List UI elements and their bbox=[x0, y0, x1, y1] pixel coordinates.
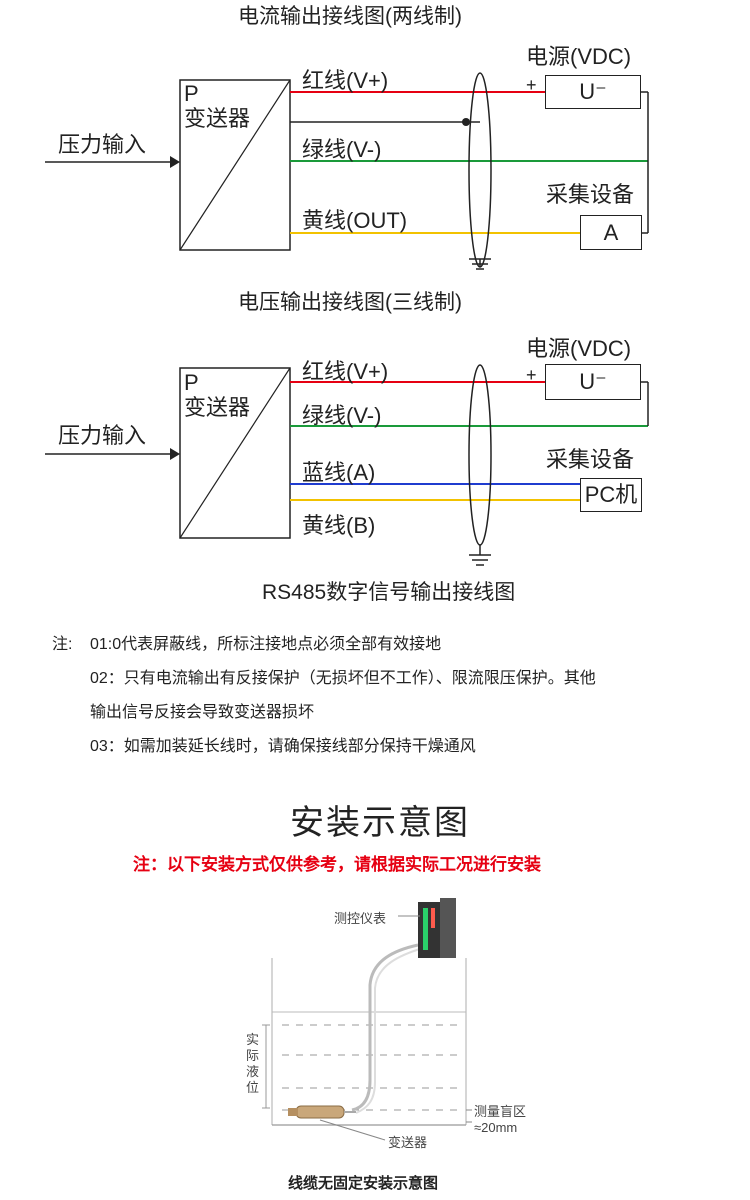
d2-collector-label: 采集设备 bbox=[546, 447, 635, 472]
blind-zone-label: 测量盲区 bbox=[474, 1104, 527, 1119]
install-warning: 注：以下安装方式仅供参考，请根据实际工况进行安装 bbox=[133, 855, 541, 874]
note-2b: 输出信号反接会导致变送器损坏 bbox=[90, 704, 315, 721]
install-title: 安装示意图 bbox=[290, 804, 470, 842]
d2-power-box: U⁻ bbox=[545, 364, 641, 400]
d2-transmitter-p: P bbox=[184, 370, 199, 395]
transmitter-label: 变送器 bbox=[388, 1135, 428, 1150]
d1-transmitter-p: P bbox=[184, 81, 199, 106]
d2-wire-yellow: 黄线(B) bbox=[302, 513, 376, 538]
d2-collector-box: PC机 bbox=[580, 478, 642, 512]
note-3: 03：如需加装延长线时，请确保接线部分保持干燥通风 bbox=[90, 738, 476, 755]
d2-wire-red: 红线(V+) bbox=[302, 359, 389, 384]
d1-wire-yellow: 黄线(OUT) bbox=[302, 208, 408, 233]
d1-power-box: U⁻ bbox=[545, 75, 641, 109]
diagram2-lines bbox=[45, 364, 649, 566]
d2-wire-blue: 蓝线(A) bbox=[302, 460, 376, 485]
notes-prefix: 注: bbox=[52, 636, 73, 653]
install-caption: 线缆无固定安装示意图 bbox=[288, 1175, 439, 1192]
d1-wire-red: 红线(V+) bbox=[302, 68, 389, 93]
d2-plus: + bbox=[526, 365, 537, 385]
diagram3-title: RS485数字信号输出接线图 bbox=[262, 581, 516, 604]
d1-transmitter-name: 变送器 bbox=[184, 106, 251, 131]
d1-power-label: 电源(VDC) bbox=[526, 44, 632, 69]
d1-plus: + bbox=[526, 75, 537, 95]
note-2a: 02：只有电流输出有反接保护（无损坏但不工作）、限流限压保护。其他 bbox=[90, 670, 596, 687]
blind-zone-value: ≈20mm bbox=[474, 1120, 518, 1135]
diagram2-title: 电压输出接线图(三线制) bbox=[238, 291, 462, 314]
install-diagram bbox=[262, 898, 472, 1141]
note-1: 01:0代表屏蔽线，所标注接地点必须全部有效接地 bbox=[90, 636, 442, 653]
d2-power-label: 电源(VDC) bbox=[526, 336, 632, 361]
d1-wire-green: 绿线(V-) bbox=[302, 137, 382, 162]
d2-pressure-input: 压力输入 bbox=[58, 423, 147, 448]
diagram1-lines bbox=[45, 72, 649, 270]
d1-collector-box: A bbox=[580, 215, 642, 250]
meter-label: 测控仪表 bbox=[334, 911, 387, 926]
d1-collector-label: 采集设备 bbox=[546, 182, 635, 207]
diagram1-title: 电流输出接线图(两线制) bbox=[238, 5, 462, 28]
d1-pressure-input: 压力输入 bbox=[58, 132, 147, 157]
d2-wire-green: 绿线(V-) bbox=[302, 403, 382, 428]
d2-transmitter-name: 变送器 bbox=[184, 395, 251, 420]
level-label: 实际液位 bbox=[246, 1032, 260, 1095]
